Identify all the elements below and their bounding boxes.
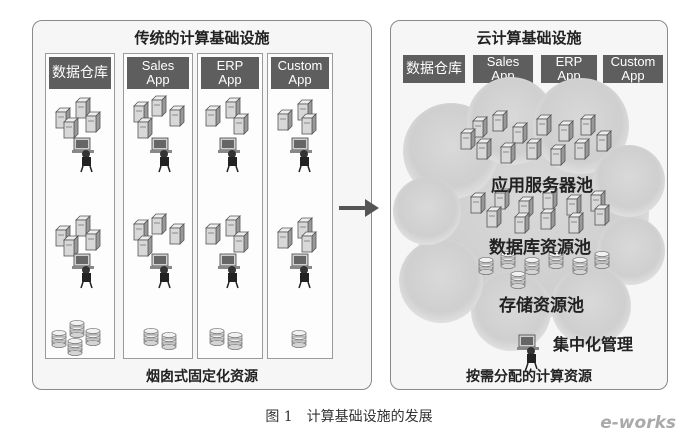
server-icon	[470, 192, 486, 214]
silo-header-sales-app: Sales App	[127, 57, 189, 89]
server-icon	[233, 113, 249, 135]
server-icon	[277, 227, 293, 249]
disk-stack-icon	[227, 332, 243, 350]
server-icon	[476, 138, 492, 160]
server-icon	[568, 212, 584, 234]
disk-stack-icon	[85, 328, 101, 346]
server-icon	[518, 196, 534, 218]
cloud-pool-icons	[460, 110, 612, 370]
server-icon	[514, 212, 530, 234]
server-icon	[133, 219, 149, 241]
disk-stack-icon	[572, 257, 588, 275]
disk-stack-icon	[524, 257, 540, 275]
server-icon	[85, 229, 101, 251]
server-icon	[205, 223, 221, 245]
disk-stack-icon	[143, 328, 159, 346]
operator-icon	[150, 137, 172, 173]
operator-icon	[218, 137, 240, 173]
server-icon	[526, 138, 542, 160]
disk-stack-icon	[51, 330, 67, 348]
operator-icon	[150, 253, 172, 289]
disk-stack-icon	[67, 338, 83, 356]
arrow-right-icon	[339, 199, 379, 217]
silo-column-sales-app: Sales App	[123, 53, 193, 359]
server-icon	[169, 105, 185, 127]
disk-stack-icon	[291, 330, 307, 348]
server-icon	[580, 114, 596, 136]
server-icon	[63, 117, 79, 139]
silo-column-data-warehouse: 数据仓库	[45, 53, 115, 359]
server-icon	[233, 231, 249, 253]
server-icon	[133, 101, 149, 123]
silo-header-data-warehouse: 数据仓库	[49, 57, 111, 89]
server-icon	[494, 188, 510, 210]
server-icon	[594, 204, 610, 226]
server-icon	[500, 142, 516, 164]
cloud-panel-footer: 按需分配的计算资源	[466, 369, 592, 385]
server-icon	[460, 128, 476, 150]
operator-icon	[290, 137, 312, 173]
operator-icon	[72, 137, 94, 173]
silo-icons-erp-app	[205, 97, 249, 350]
cloud-header-erp-app: ERP App	[541, 55, 597, 83]
silo-header-erp-app: ERP App	[201, 57, 259, 89]
server-icon	[205, 105, 221, 127]
operator-icon	[290, 253, 312, 289]
disk-stack-icon	[500, 251, 516, 269]
cloud-infrastructure-panel: 云计算基础设施 数据仓库 Sales App ERP App Custom Ap…	[390, 20, 668, 390]
server-icon	[558, 120, 574, 142]
operator-icon	[517, 334, 539, 370]
cloud-header-data-warehouse: 数据仓库	[403, 55, 465, 83]
storage-pool-label: 存储资源池	[499, 296, 584, 316]
app-server-pool-label: 应用服务器池	[491, 176, 593, 196]
silo-icons-custom-app	[277, 99, 317, 348]
traditional-panel-title: 传统的计算基础设施	[134, 29, 270, 47]
server-icon	[550, 144, 566, 166]
server-icon	[151, 213, 167, 235]
silo-column-erp-app: ERP App	[197, 53, 263, 359]
database-pool-label: 数据库资源池	[489, 238, 591, 258]
server-icon	[169, 223, 185, 245]
disk-stack-icon	[510, 271, 526, 289]
disk-stack-icon	[209, 328, 225, 346]
server-icon	[574, 138, 590, 160]
disk-stack-icon	[478, 257, 494, 275]
server-icon	[277, 109, 293, 131]
server-icon	[137, 235, 153, 257]
operator-icon	[72, 253, 94, 289]
cloud-header-sales-app: Sales App	[473, 55, 533, 83]
server-icon	[492, 110, 508, 132]
traditional-panel-footer: 烟囱式固定化资源	[146, 369, 258, 385]
server-icon	[540, 208, 556, 230]
silo-header-custom-app: Custom App	[271, 57, 329, 89]
server-icon	[301, 231, 317, 253]
disk-stack-icon	[594, 251, 610, 269]
silo-icons-sales-app	[133, 95, 185, 350]
server-icon	[596, 130, 612, 152]
server-icon	[566, 194, 582, 216]
server-icon	[536, 114, 552, 136]
disk-stack-icon	[161, 332, 177, 350]
server-icon	[512, 122, 528, 144]
server-icon	[472, 116, 488, 138]
central-management-label: 集中化管理	[553, 335, 634, 354]
watermark-logo: e-works	[600, 413, 676, 433]
disk-stack-icon	[69, 320, 85, 338]
server-icon	[225, 97, 241, 119]
disk-stack-icon	[548, 251, 564, 269]
traditional-infrastructure-panel: 传统的计算基础设施 数据仓库 Sales App ERP App Custom …	[32, 20, 372, 390]
server-icon	[137, 117, 153, 139]
server-icon	[85, 111, 101, 133]
silo-column-custom-app: Custom App	[267, 53, 333, 359]
figure-caption: 图 1 计算基础设施的发展	[265, 409, 433, 425]
cloud-panel-title: 云计算基础设施	[476, 29, 582, 47]
server-icon	[63, 235, 79, 257]
server-icon	[225, 215, 241, 237]
operator-icon	[218, 253, 240, 289]
cloud-header-custom-app: Custom App	[603, 55, 663, 83]
server-icon	[486, 206, 502, 228]
silo-icons-data-warehouse	[51, 97, 101, 356]
server-icon	[151, 95, 167, 117]
server-icon	[301, 113, 317, 135]
